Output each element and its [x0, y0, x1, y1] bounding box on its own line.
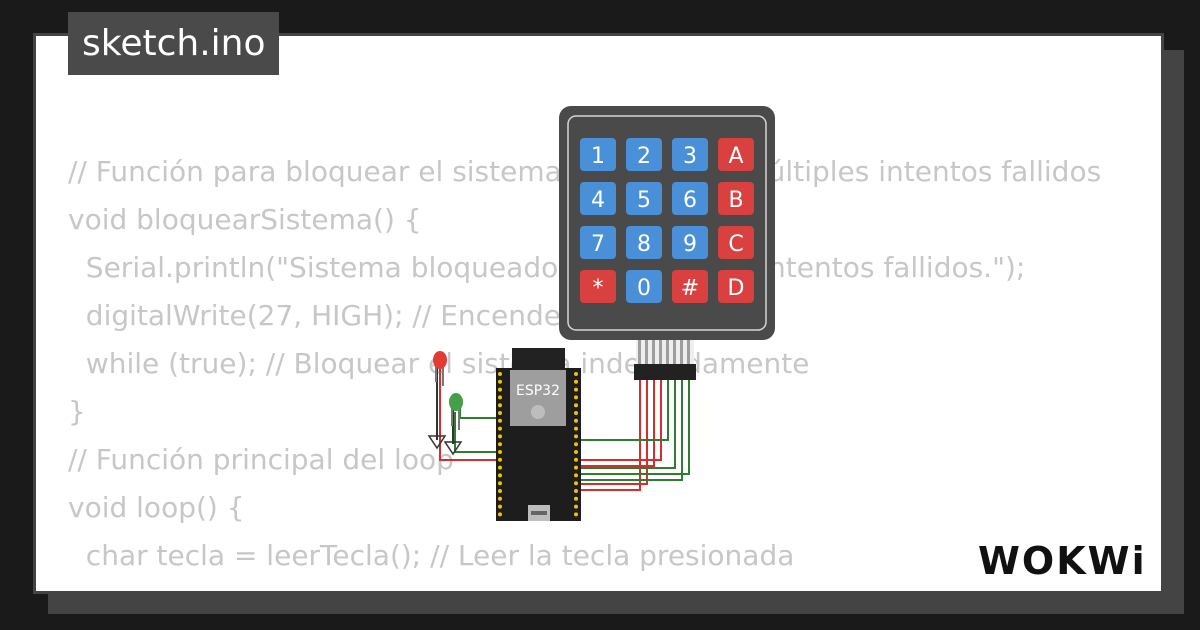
file-tab-label: sketch.ino	[82, 23, 266, 64]
esp32-board[interactable]: ESP32	[496, 348, 581, 521]
keypad-connector	[634, 338, 696, 380]
key-A[interactable]: A	[718, 138, 754, 171]
key-label: 6	[683, 188, 697, 213]
wires	[436, 365, 690, 491]
key-label: A	[728, 144, 743, 169]
key-label: *	[593, 276, 604, 301]
membrane-keypad[interactable]: 1 2 3 A 4 5 6 B 7 8 9 C * 0 # D	[559, 106, 775, 340]
key-label: B	[728, 188, 743, 213]
code-line: void loop() {	[68, 491, 245, 524]
key-7[interactable]: 7	[580, 226, 616, 259]
code-line: }	[68, 395, 86, 428]
key-label: 3	[683, 144, 697, 169]
esp32-label: ESP32	[516, 383, 560, 399]
key-hash[interactable]: #	[672, 270, 708, 303]
key-label: 0	[637, 276, 651, 301]
ground-symbols	[427, 435, 463, 456]
code-line: while (true); // Bloquear el sistema ind…	[85, 347, 810, 380]
file-tab[interactable]: sketch.ino	[68, 12, 280, 75]
key-3[interactable]: 3	[672, 138, 708, 171]
key-C[interactable]: C	[718, 226, 754, 259]
wokwi-logo: WOKWi	[978, 539, 1147, 582]
key-4[interactable]: 4	[580, 182, 616, 215]
key-label: 7	[591, 232, 605, 257]
key-0[interactable]: 0	[626, 270, 662, 303]
key-6[interactable]: 6	[672, 182, 708, 215]
key-9[interactable]: 9	[672, 226, 708, 259]
key-D[interactable]: D	[718, 270, 754, 303]
key-label: 4	[591, 188, 605, 213]
key-1[interactable]: 1	[580, 138, 616, 171]
key-label: 9	[683, 232, 697, 257]
key-5[interactable]: 5	[626, 182, 662, 215]
key-star[interactable]: *	[580, 270, 616, 303]
key-label: 5	[637, 188, 651, 213]
key-label: 8	[637, 232, 651, 257]
key-label: #	[681, 276, 699, 301]
key-B[interactable]: B	[718, 182, 754, 215]
green-led[interactable]	[449, 393, 463, 430]
key-label: D	[728, 276, 745, 301]
red-led[interactable]	[433, 351, 447, 386]
key-label: C	[728, 232, 743, 257]
code-line: void bloquearSistema() {	[68, 203, 422, 236]
code-background: // Función para bloquear el sistema desp…	[68, 148, 1101, 580]
wokwi-logo-text: WOKWi	[978, 539, 1147, 582]
key-label: 1	[591, 144, 605, 169]
code-line: char tecla = leerTecla(); // Leer la tec…	[68, 539, 795, 572]
key-2[interactable]: 2	[626, 138, 662, 171]
key-8[interactable]: 8	[626, 226, 662, 259]
key-label: 2	[637, 144, 651, 169]
